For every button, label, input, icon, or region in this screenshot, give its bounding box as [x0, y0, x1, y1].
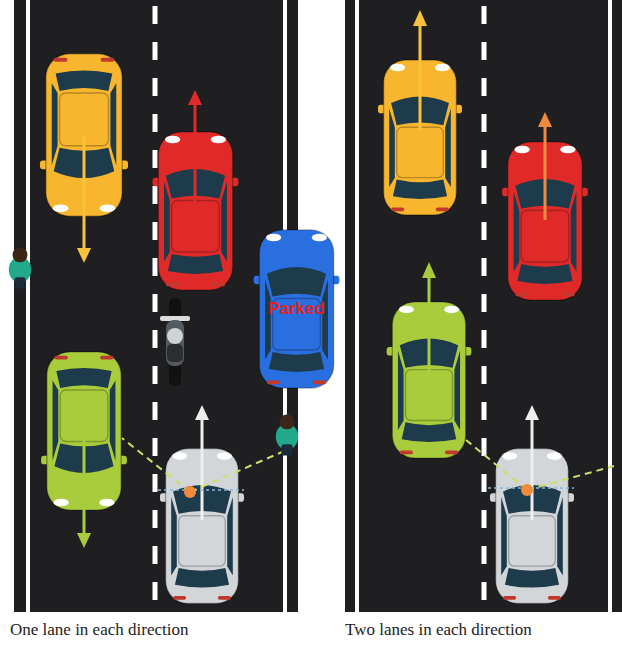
arrow-head [538, 112, 552, 127]
direction-arrow [194, 103, 197, 220]
sight-line [158, 489, 244, 491]
node-label: Parked [268, 300, 325, 319]
arrow-head [422, 262, 436, 278]
sight-line [190, 452, 282, 492]
driver-eye [521, 484, 533, 496]
direction-arrow [83, 431, 86, 535]
arrow-head [77, 533, 91, 548]
panel-caption: Two lanes in each direction [343, 620, 534, 640]
lane-divider [482, 6, 487, 612]
driver-eye [184, 486, 196, 498]
direction-arrow [531, 418, 534, 520]
pedestrian [9, 247, 31, 288]
sight-line [122, 438, 190, 492]
panel-caption: One lane in each direction [8, 620, 190, 640]
arrow-head [195, 405, 209, 420]
direction-arrow [201, 418, 204, 520]
direction-arrow [544, 125, 547, 220]
edge-line [355, 0, 359, 612]
road-surface [345, 0, 622, 612]
direction-arrow [428, 276, 431, 380]
arrow-head [77, 248, 91, 263]
arrow-head [413, 10, 427, 26]
road-surface [14, 0, 298, 612]
lane-divider [153, 6, 158, 612]
edge-line [26, 0, 30, 612]
motorcycle [160, 298, 190, 386]
arrow-head [188, 90, 202, 105]
sight-line [527, 466, 614, 490]
parked-car: Parked [248, 228, 345, 390]
arrow-head [525, 405, 539, 420]
direction-arrow [83, 135, 86, 250]
pedestrian [276, 414, 298, 455]
sight-line [466, 440, 527, 490]
edge-line [608, 0, 612, 612]
direction-arrow [419, 24, 422, 130]
